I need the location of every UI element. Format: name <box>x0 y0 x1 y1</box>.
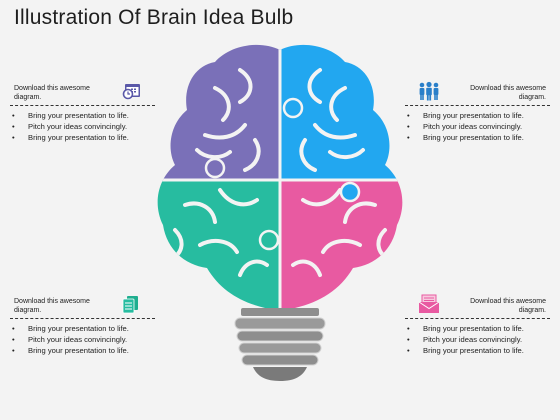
list-item: Bring your presentation to life. <box>10 132 155 143</box>
list-item: Bring your presentation to life. <box>10 110 155 121</box>
list-item: Bring your presentation to life. <box>405 323 550 334</box>
documents-icon <box>122 296 138 314</box>
bullet-list: Bring your presentation to life. Pitch y… <box>405 323 550 356</box>
panel-bottom-left: Download this awesome diagram. Bring you… <box>10 293 155 356</box>
puzzle-tab <box>258 229 280 251</box>
bulb-base <box>234 308 326 381</box>
bullet-list: Bring your presentation to life. Pitch y… <box>405 110 550 143</box>
panel-top-left: Download this awesome diagram. Bring you… <box>10 80 155 143</box>
envelope-letter-icon <box>418 294 440 313</box>
list-item: Pitch your ideas convincingly. <box>405 334 550 345</box>
bullet-list: Bring your presentation to life. Pitch y… <box>10 110 155 143</box>
list-item: Pitch your ideas convincingly. <box>405 121 550 132</box>
panel-heading: Download this awesome diagram. <box>14 298 90 314</box>
list-item: Bring your presentation to life. <box>10 345 155 356</box>
list-item: Pitch your ideas convincingly. <box>10 334 155 345</box>
bullet-list: Bring your presentation to life. Pitch y… <box>10 323 155 356</box>
list-item: Bring your presentation to life. <box>405 110 550 121</box>
list-item: Bring your presentation to life. <box>405 132 550 143</box>
puzzle-tab <box>339 181 361 203</box>
people-group-icon <box>419 81 439 101</box>
page-title: Illustration Of Brain Idea Bulb <box>14 6 294 29</box>
panel-bottom-right: Download this awesome diagram. Bring you… <box>405 293 550 356</box>
divider <box>405 105 550 106</box>
brain-bulb-illustration <box>157 44 403 381</box>
panel-heading: Download this awesome diagram. <box>470 85 546 101</box>
list-item: Bring your presentation to life. <box>405 345 550 356</box>
puzzle-tab <box>282 97 304 119</box>
divider <box>405 318 550 319</box>
puzzle-tab <box>204 157 226 179</box>
divider <box>10 105 155 106</box>
list-item: Pitch your ideas convincingly. <box>10 121 155 132</box>
panel-top-right: Download this awesome diagram. Bring you… <box>405 80 550 143</box>
list-item: Bring your presentation to life. <box>10 323 155 334</box>
panel-heading: Download this awesome diagram. <box>470 298 546 314</box>
panel-heading: Download this awesome diagram. <box>14 85 90 101</box>
divider <box>10 318 155 319</box>
brain-quadrant-bottom-left <box>157 180 280 308</box>
calendar-clock-icon <box>122 84 140 100</box>
